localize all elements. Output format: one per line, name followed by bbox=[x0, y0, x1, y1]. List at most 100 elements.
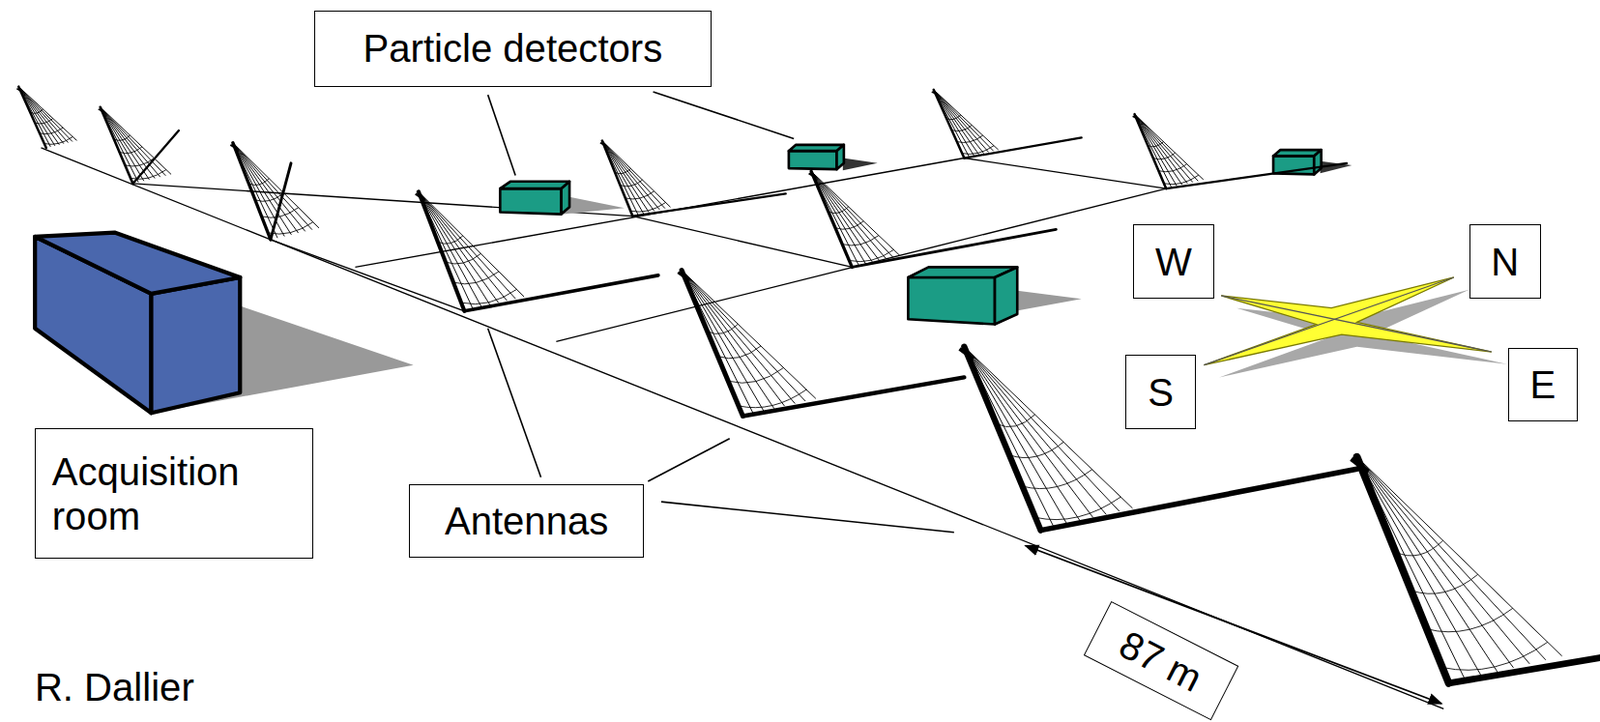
antenna-wire bbox=[602, 141, 661, 210]
antenna-wire bbox=[232, 143, 271, 240]
antenna-mast bbox=[811, 171, 852, 267]
antenna-wire bbox=[18, 87, 77, 142]
antenna-hoop bbox=[248, 178, 269, 186]
antenna-wire bbox=[602, 141, 634, 217]
label-text: R. Dallier bbox=[34, 666, 195, 709]
antenna-wire bbox=[602, 141, 666, 209]
antenna bbox=[809, 171, 1057, 267]
container-face bbox=[150, 277, 240, 413]
antenna bbox=[600, 141, 786, 217]
leader-line bbox=[661, 501, 955, 533]
antenna-hoop bbox=[1022, 469, 1093, 490]
antenna-hoop bbox=[130, 170, 167, 180]
antenna-wire bbox=[811, 171, 866, 264]
antenna-wire bbox=[1357, 457, 1482, 676]
antenna-hoop bbox=[1153, 152, 1176, 160]
antenna-hoop bbox=[707, 323, 739, 334]
antenna-wire bbox=[100, 107, 155, 179]
node-text: E bbox=[1530, 362, 1557, 408]
antenna-mast bbox=[963, 347, 1041, 531]
antenna-wire bbox=[933, 89, 994, 151]
antenna-hoop bbox=[1147, 142, 1164, 147]
antenna bbox=[677, 270, 964, 417]
antenna-wire bbox=[933, 89, 975, 156]
antenna-hoop bbox=[1035, 496, 1121, 520]
antenna-hoop bbox=[828, 206, 849, 214]
antenna-wire bbox=[100, 107, 167, 176]
antenna-cable bbox=[963, 137, 1081, 158]
node-text: S bbox=[1147, 370, 1174, 415]
antenna-wire bbox=[933, 89, 999, 150]
antenna-mast bbox=[681, 270, 743, 417]
antenna-wire bbox=[100, 107, 134, 184]
antenna-wire bbox=[811, 171, 901, 256]
leader-line bbox=[488, 94, 516, 175]
compass-axis bbox=[1221, 295, 1492, 352]
antenna-hoop bbox=[961, 145, 994, 155]
leader-line bbox=[488, 328, 542, 478]
antenna-hoop bbox=[951, 125, 972, 132]
antenna-wire bbox=[100, 107, 145, 181]
antenna-wire bbox=[232, 143, 299, 233]
antenna-wire bbox=[602, 141, 655, 212]
antenna-hoop bbox=[625, 191, 655, 200]
antenna-wire bbox=[681, 270, 775, 409]
antenna-wire bbox=[1134, 114, 1183, 185]
antenna-top bbox=[1351, 459, 1369, 473]
antenna-hoop bbox=[255, 193, 285, 203]
antenna-top bbox=[16, 88, 23, 92]
antenna-wire bbox=[18, 87, 56, 146]
antenna-wire bbox=[602, 141, 671, 208]
compass-star bbox=[1203, 277, 1492, 366]
antenna-cable bbox=[742, 377, 964, 416]
antenna-wire bbox=[18, 87, 46, 148]
antenna-hoop bbox=[124, 158, 154, 167]
detector-box bbox=[994, 266, 1018, 324]
antenna-wire bbox=[963, 347, 1067, 524]
antenna-hoop bbox=[996, 414, 1036, 428]
antenna-hoop bbox=[39, 127, 63, 135]
antenna-mast bbox=[418, 191, 465, 311]
antenna-top bbox=[931, 91, 938, 95]
antenna-wire bbox=[18, 87, 68, 144]
leader-line bbox=[653, 91, 795, 140]
antenna bbox=[931, 89, 1082, 159]
antenna-hoop bbox=[114, 135, 131, 141]
dimension-box: 87 m bbox=[1083, 601, 1239, 722]
antenna-wire bbox=[1357, 457, 1450, 684]
antenna bbox=[415, 191, 659, 311]
grid-line bbox=[270, 239, 465, 312]
antenna-wire bbox=[1134, 114, 1193, 182]
antenna-wire bbox=[681, 270, 816, 400]
node-text: Particle detectors bbox=[362, 26, 663, 71]
antenna-wire bbox=[963, 347, 1106, 516]
antenna-array bbox=[16, 87, 1600, 684]
antenna-wire bbox=[100, 107, 161, 177]
antenna-wire bbox=[1134, 114, 1189, 184]
grid-line bbox=[555, 188, 1166, 342]
compass-axis bbox=[1203, 277, 1454, 366]
node-text: Antennas bbox=[444, 498, 609, 544]
detector-box bbox=[788, 150, 838, 170]
antenna-wire bbox=[232, 143, 313, 231]
antenna-wire bbox=[418, 191, 524, 297]
antenna-top bbox=[230, 145, 238, 150]
dimension-line bbox=[1025, 545, 1442, 704]
antenna-wire bbox=[963, 347, 1041, 531]
antenna-wire bbox=[963, 347, 1120, 512]
antenna-wire bbox=[1357, 457, 1531, 665]
antenna bbox=[960, 347, 1358, 531]
antenna-wire bbox=[681, 270, 764, 412]
author-credit: R. Dallier bbox=[34, 665, 195, 710]
antenna-hoop bbox=[614, 168, 631, 174]
antenna-wire bbox=[811, 171, 852, 267]
leader-lines bbox=[488, 91, 955, 533]
compass-letter: N bbox=[1469, 224, 1542, 299]
antenna bbox=[230, 143, 320, 240]
detector-shadow bbox=[843, 158, 878, 172]
antenna-wire bbox=[418, 191, 465, 311]
antenna-mast bbox=[933, 89, 965, 159]
antenna-wire bbox=[933, 89, 965, 159]
antenna bbox=[16, 87, 77, 148]
